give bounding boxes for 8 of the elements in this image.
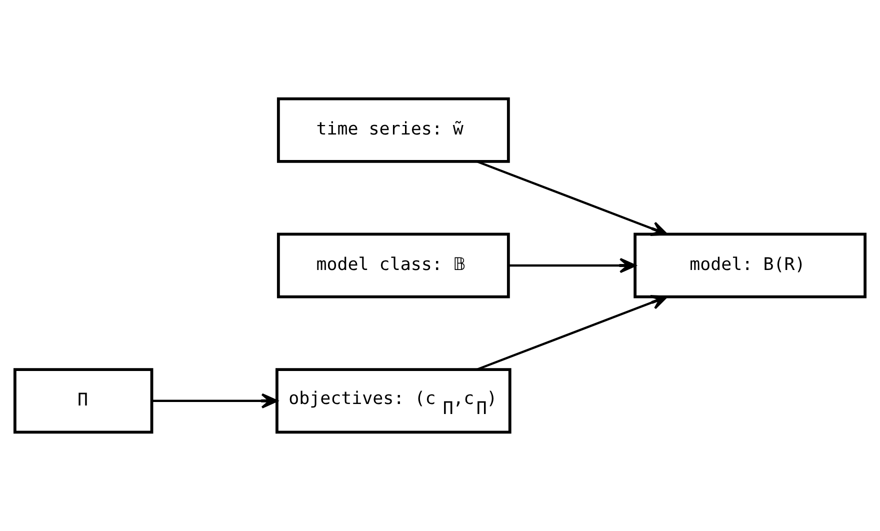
arrow: [476, 160, 668, 236]
node-box: model: B(R): [634, 232, 867, 298]
node-box: Π: [13, 368, 154, 434]
arrow: [508, 258, 636, 274]
node-box: model class: 𝔹: [276, 232, 510, 298]
node-box: time series: w̃: [276, 97, 510, 163]
arrow: [476, 294, 668, 370]
arrow: [152, 393, 278, 409]
